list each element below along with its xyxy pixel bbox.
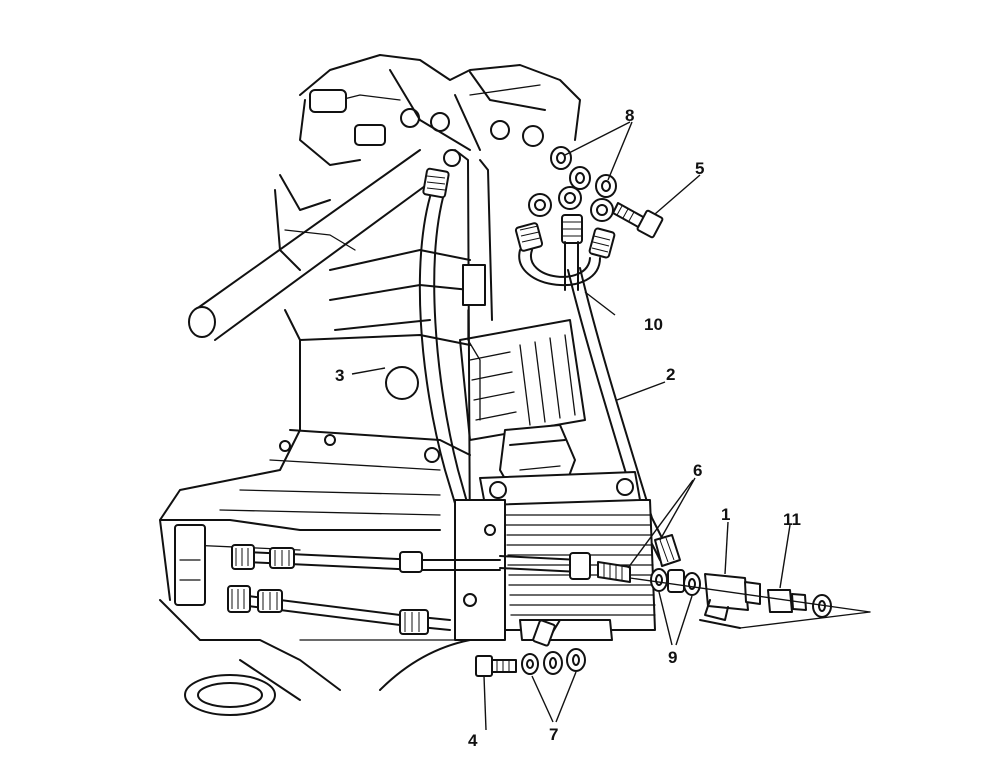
callout-3: 3 [335,366,344,385]
bolt-4 [475,655,517,677]
banjo-bolt-5 [612,202,664,239]
callout-6: 6 [693,461,702,480]
assembly-axis-line [629,577,871,613]
callout-11: 11 [783,510,801,529]
washers-7 [521,619,586,675]
callout-labels: 1 2 3 4 5 6 7 8 9 10 11 [335,106,801,750]
union-1 [699,573,761,629]
callout-10: 10 [644,315,663,334]
connector-6 [499,534,681,583]
callout-9: 9 [668,648,677,667]
callout-4: 4 [468,731,478,750]
oil-hose-3 [418,149,473,521]
lower-oil-lines [227,544,501,635]
callout-5: 5 [695,159,704,178]
callout-2: 2 [666,365,675,384]
engine-block [159,54,586,716]
washers-8 [550,146,617,198]
oil-cooler [454,471,656,641]
callout-8: 8 [625,106,634,125]
callout-1: 1 [721,505,730,524]
callout-7: 7 [549,725,558,744]
cylinder-fins [459,319,586,441]
banjo-fittings-upper [514,186,616,291]
fitting-11 [767,589,832,618]
leader-lines [351,121,791,731]
washers-9 [650,568,701,596]
assembly-axis-line-lower [739,611,871,629]
